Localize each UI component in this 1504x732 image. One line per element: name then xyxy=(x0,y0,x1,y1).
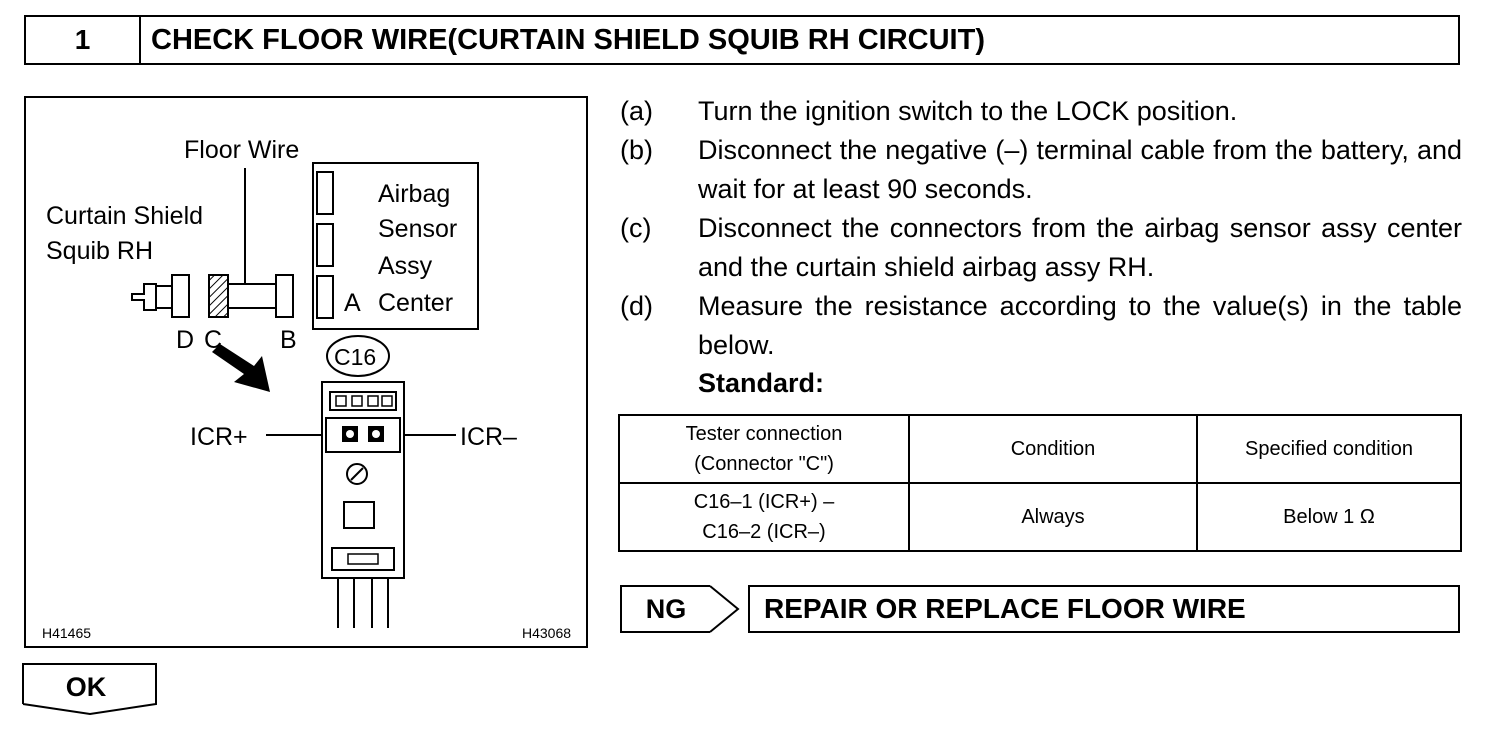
step-text: Disconnect the connectors from the airba… xyxy=(698,213,1462,282)
icr-plus-label: ICR+ xyxy=(190,423,248,451)
table-row: C16–1 (ICR+) – C16–2 (ICR–) Always Below… xyxy=(618,482,1462,552)
cell-line: C16–2 (ICR–) xyxy=(702,521,826,543)
curtain-shield-label: Curtain Shield xyxy=(46,202,203,230)
step-d: (d) Measure the resistance according to … xyxy=(620,287,1462,365)
ref-right-label: H43068 xyxy=(522,625,571,641)
cell-spec: Below 1 Ω xyxy=(1196,482,1462,552)
step-text: Measure the resistance according to the … xyxy=(698,291,1462,360)
step-text: Disconnect the negative (–) terminal cab… xyxy=(698,135,1462,204)
connector-id-label: C16 xyxy=(334,344,376,370)
ok-arrow-icon xyxy=(22,663,157,716)
squib-rh-label: Squib RH xyxy=(46,237,153,265)
spec-table: Tester connection (Connector "C") Condit… xyxy=(618,414,1462,552)
step-label: (b) xyxy=(620,135,653,165)
step-number: 1 xyxy=(26,17,141,63)
step-label: (c) xyxy=(620,213,652,243)
icr-minus-label: ICR– xyxy=(460,423,517,451)
step-text: Turn the ignition switch to the LOCK pos… xyxy=(698,96,1238,126)
ng-label: NG xyxy=(620,585,710,633)
assy-label: Assy xyxy=(378,252,433,280)
header-line: Tester connection xyxy=(685,423,843,445)
diagram-drawing: Floor Wire Curtain Shield Squib RH Airba… xyxy=(42,136,571,641)
wiring-diagram: Floor Wire Curtain Shield Squib RH Airba… xyxy=(24,96,588,648)
cell-connection: C16–1 (ICR+) – C16–2 (ICR–) xyxy=(618,482,910,552)
connector-d-label: D xyxy=(176,326,194,354)
header-line: (Connector "C") xyxy=(694,453,834,475)
step-c: (c) Disconnect the connectors from the a… xyxy=(620,209,1462,287)
cell-line: C16–1 (ICR+) – xyxy=(693,491,835,513)
cell-condition: Always xyxy=(908,482,1198,552)
ng-arrow-icon xyxy=(700,585,740,633)
step-header: 1 CHECK FLOOR WIRE(CURTAIN SHIELD SQUIB … xyxy=(24,15,1460,65)
ng-action: REPAIR OR REPLACE FLOOR WIRE xyxy=(748,585,1460,633)
ref-left-label: H41465 xyxy=(42,625,91,641)
procedure-steps: (a) Turn the ignition switch to the LOCK… xyxy=(620,92,1462,401)
header-tester-connection: Tester connection (Connector "C") xyxy=(618,414,910,484)
center-label: Center xyxy=(378,289,453,317)
floor-wire-label: Floor Wire xyxy=(184,136,299,164)
header-condition: Condition xyxy=(908,414,1198,484)
connector-a-label: A xyxy=(344,289,361,317)
airbag-label: Airbag xyxy=(378,180,450,208)
step-a: (a) Turn the ignition switch to the LOCK… xyxy=(620,92,1462,131)
step-b: (b) Disconnect the negative (–) terminal… xyxy=(620,131,1462,209)
connector-b-label: B xyxy=(280,326,297,354)
header-specified-condition: Specified condition xyxy=(1196,414,1462,484)
step-title: CHECK FLOOR WIRE(CURTAIN SHIELD SQUIB RH… xyxy=(151,24,985,56)
sensor-label: Sensor xyxy=(378,215,457,243)
step-label: (a) xyxy=(620,96,653,126)
ok-label: OK xyxy=(65,672,107,702)
step-label: (d) xyxy=(620,291,653,321)
table-header-row: Tester connection (Connector "C") Condit… xyxy=(618,414,1462,484)
standard-label: Standard: xyxy=(698,368,825,398)
